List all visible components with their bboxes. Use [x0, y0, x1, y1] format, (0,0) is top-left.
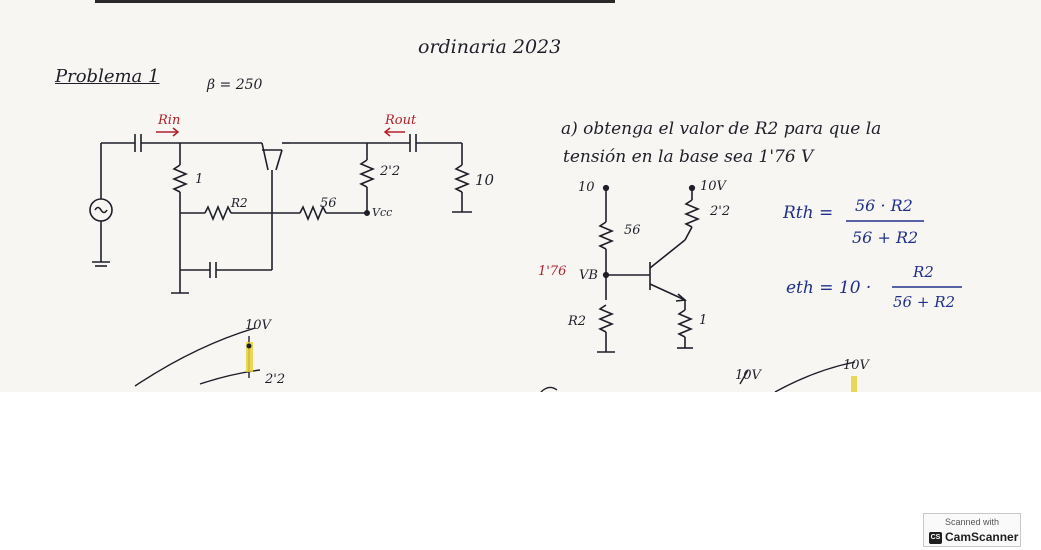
bias-emitter-resistor: 1	[699, 313, 708, 328]
rload-label: 10	[475, 171, 495, 189]
sketch-right-voltage-1: 10V	[735, 368, 761, 383]
r22-label: 2'2	[380, 164, 401, 179]
bias-top-right-voltage: 10V	[700, 179, 726, 194]
r2-label: R2	[231, 196, 248, 210]
rth-lhs: Rth =	[783, 203, 834, 223]
r1-label: 1	[195, 172, 204, 187]
badge-brand: CamScanner	[945, 530, 1019, 544]
bias-bottom-resistor: R2	[568, 314, 587, 329]
eth-denominator: 56 + R2	[893, 293, 956, 311]
r56-label: 56	[320, 196, 337, 211]
vcc-label: Vcc	[372, 206, 393, 219]
rth-numerator: 56 · R2	[855, 196, 913, 215]
question-line-1: a) obtenga el valor de R2 para que la	[561, 119, 882, 139]
camscanner-badge: Scanned with CS CamScanner	[923, 513, 1021, 547]
highlight-mark	[851, 376, 857, 392]
sketch-left-voltage: 10V	[245, 318, 271, 333]
question-line-2: tensión en la base sea 1'76 V	[563, 147, 814, 167]
bias-top-resistor: 56	[624, 223, 641, 238]
camscanner-logo-icon: CS	[929, 532, 942, 544]
bias-top-left-voltage: 10	[578, 180, 595, 195]
bias-collector-resistor: 2'2	[710, 204, 731, 219]
beta-value: β = 250	[207, 77, 263, 93]
eth-numerator: R2	[913, 263, 934, 281]
sketch-left-resistor: 2'2	[265, 372, 286, 387]
highlight-mark	[246, 342, 253, 372]
rout-label: Rout	[385, 113, 417, 128]
vb-label: VB	[579, 268, 598, 283]
eth-lhs: eth = 10 ·	[786, 278, 872, 298]
sketch-right-voltage-2: 10V	[843, 358, 869, 373]
problem-heading: Problema 1	[55, 66, 160, 87]
page-edge-line	[95, 0, 615, 3]
rin-label: Rin	[158, 113, 181, 128]
scanned-page: ordinaria 2023 Problema 1 β = 250	[0, 0, 1041, 392]
page-title: ordinaria 2023	[418, 36, 562, 58]
rth-denominator: 56 + R2	[852, 228, 919, 247]
vb-value: 1'76	[538, 264, 567, 279]
circuit-schematic	[89, 127, 962, 392]
badge-caption: Scanned with	[944, 517, 1000, 527]
